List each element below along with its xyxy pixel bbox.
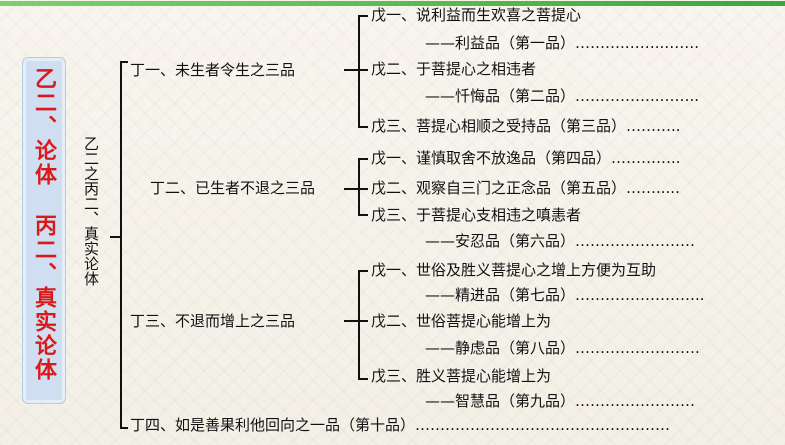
level1-tick-4 xyxy=(120,427,128,429)
item-1-1-line1: 戊一、说利益而生欢喜之菩提心 xyxy=(371,6,582,24)
group-label-2: 丁二、已生者不退之三品 xyxy=(150,179,316,197)
item-3-3-line2: ——智慧品（第九品）…………………… xyxy=(425,392,696,410)
group1-bracket xyxy=(358,15,360,128)
item-1-3-line1: 戊三、菩提心相顺之受持品（第三品）……….. xyxy=(371,117,681,135)
vertical-title: 乙二之丙二、真实论体 xyxy=(82,136,100,286)
group-label-3: 丁三、不退而增上之三品 xyxy=(130,312,296,330)
top-accent-line xyxy=(0,1,785,6)
group3-tick-3 xyxy=(358,378,368,380)
group2-tick-3 xyxy=(358,214,368,216)
section-title: 乙二、论体 丙二、真实论体 xyxy=(31,67,56,382)
group-label-4: 丁四、如是善果利他回向之一品（第十品）…………………………………………… xyxy=(130,416,671,434)
item-3-1-line1: 戊一、世俗及胜义菩提心之增上方便为互助 xyxy=(371,261,657,279)
item-3-2-line1: 戊二、世俗菩提心能增上为 xyxy=(371,312,552,330)
level1-stem xyxy=(110,236,120,238)
item-2-2-line1: 戊二、观察自三门之正念品（第五品）……..... xyxy=(371,179,680,197)
group2-tick-1 xyxy=(358,158,368,160)
group1-stem xyxy=(344,69,358,71)
group2-tick-2 xyxy=(358,188,368,190)
item-2-3-line1: 戊三、于菩提心支相违之嗔恚者 xyxy=(371,206,582,224)
group2-bracket xyxy=(358,158,360,216)
item-2-3-line2: ——安忍品（第六品）…………………… xyxy=(425,232,696,250)
group3-tick-1 xyxy=(358,270,368,272)
group3-bracket xyxy=(358,270,360,380)
level1-tick-1 xyxy=(120,61,128,63)
group1-tick-3 xyxy=(358,126,368,128)
group1-tick-1 xyxy=(358,15,368,17)
group2-stem xyxy=(344,188,358,190)
level1-bracket xyxy=(120,61,122,429)
section-card xyxy=(22,57,66,404)
group3-tick-2 xyxy=(358,320,368,322)
group1-tick-2 xyxy=(358,69,368,71)
group-label-1: 丁一、未生者令生之三品 xyxy=(130,61,296,79)
item-3-2-line2: ——静虑品（第八品）……………………. xyxy=(425,339,700,357)
item-3-3-line1: 戊三、胜义菩提心能增上为 xyxy=(371,367,552,385)
item-2-1-line1: 戊一、谨慎取舍不放逸品（第四品）………….. xyxy=(371,149,681,167)
item-1-2-line2: ——忏悔品（第二品）……………..…….. xyxy=(425,87,700,105)
item-1-1-line2: ——利益品（第一品）……….……..……. xyxy=(425,34,700,52)
item-3-1-line2: ——精进品（第七品）…………………….. xyxy=(425,286,705,304)
item-1-2-line1: 戊二、于菩提心之相违者 xyxy=(371,60,537,78)
group3-stem xyxy=(344,320,358,322)
